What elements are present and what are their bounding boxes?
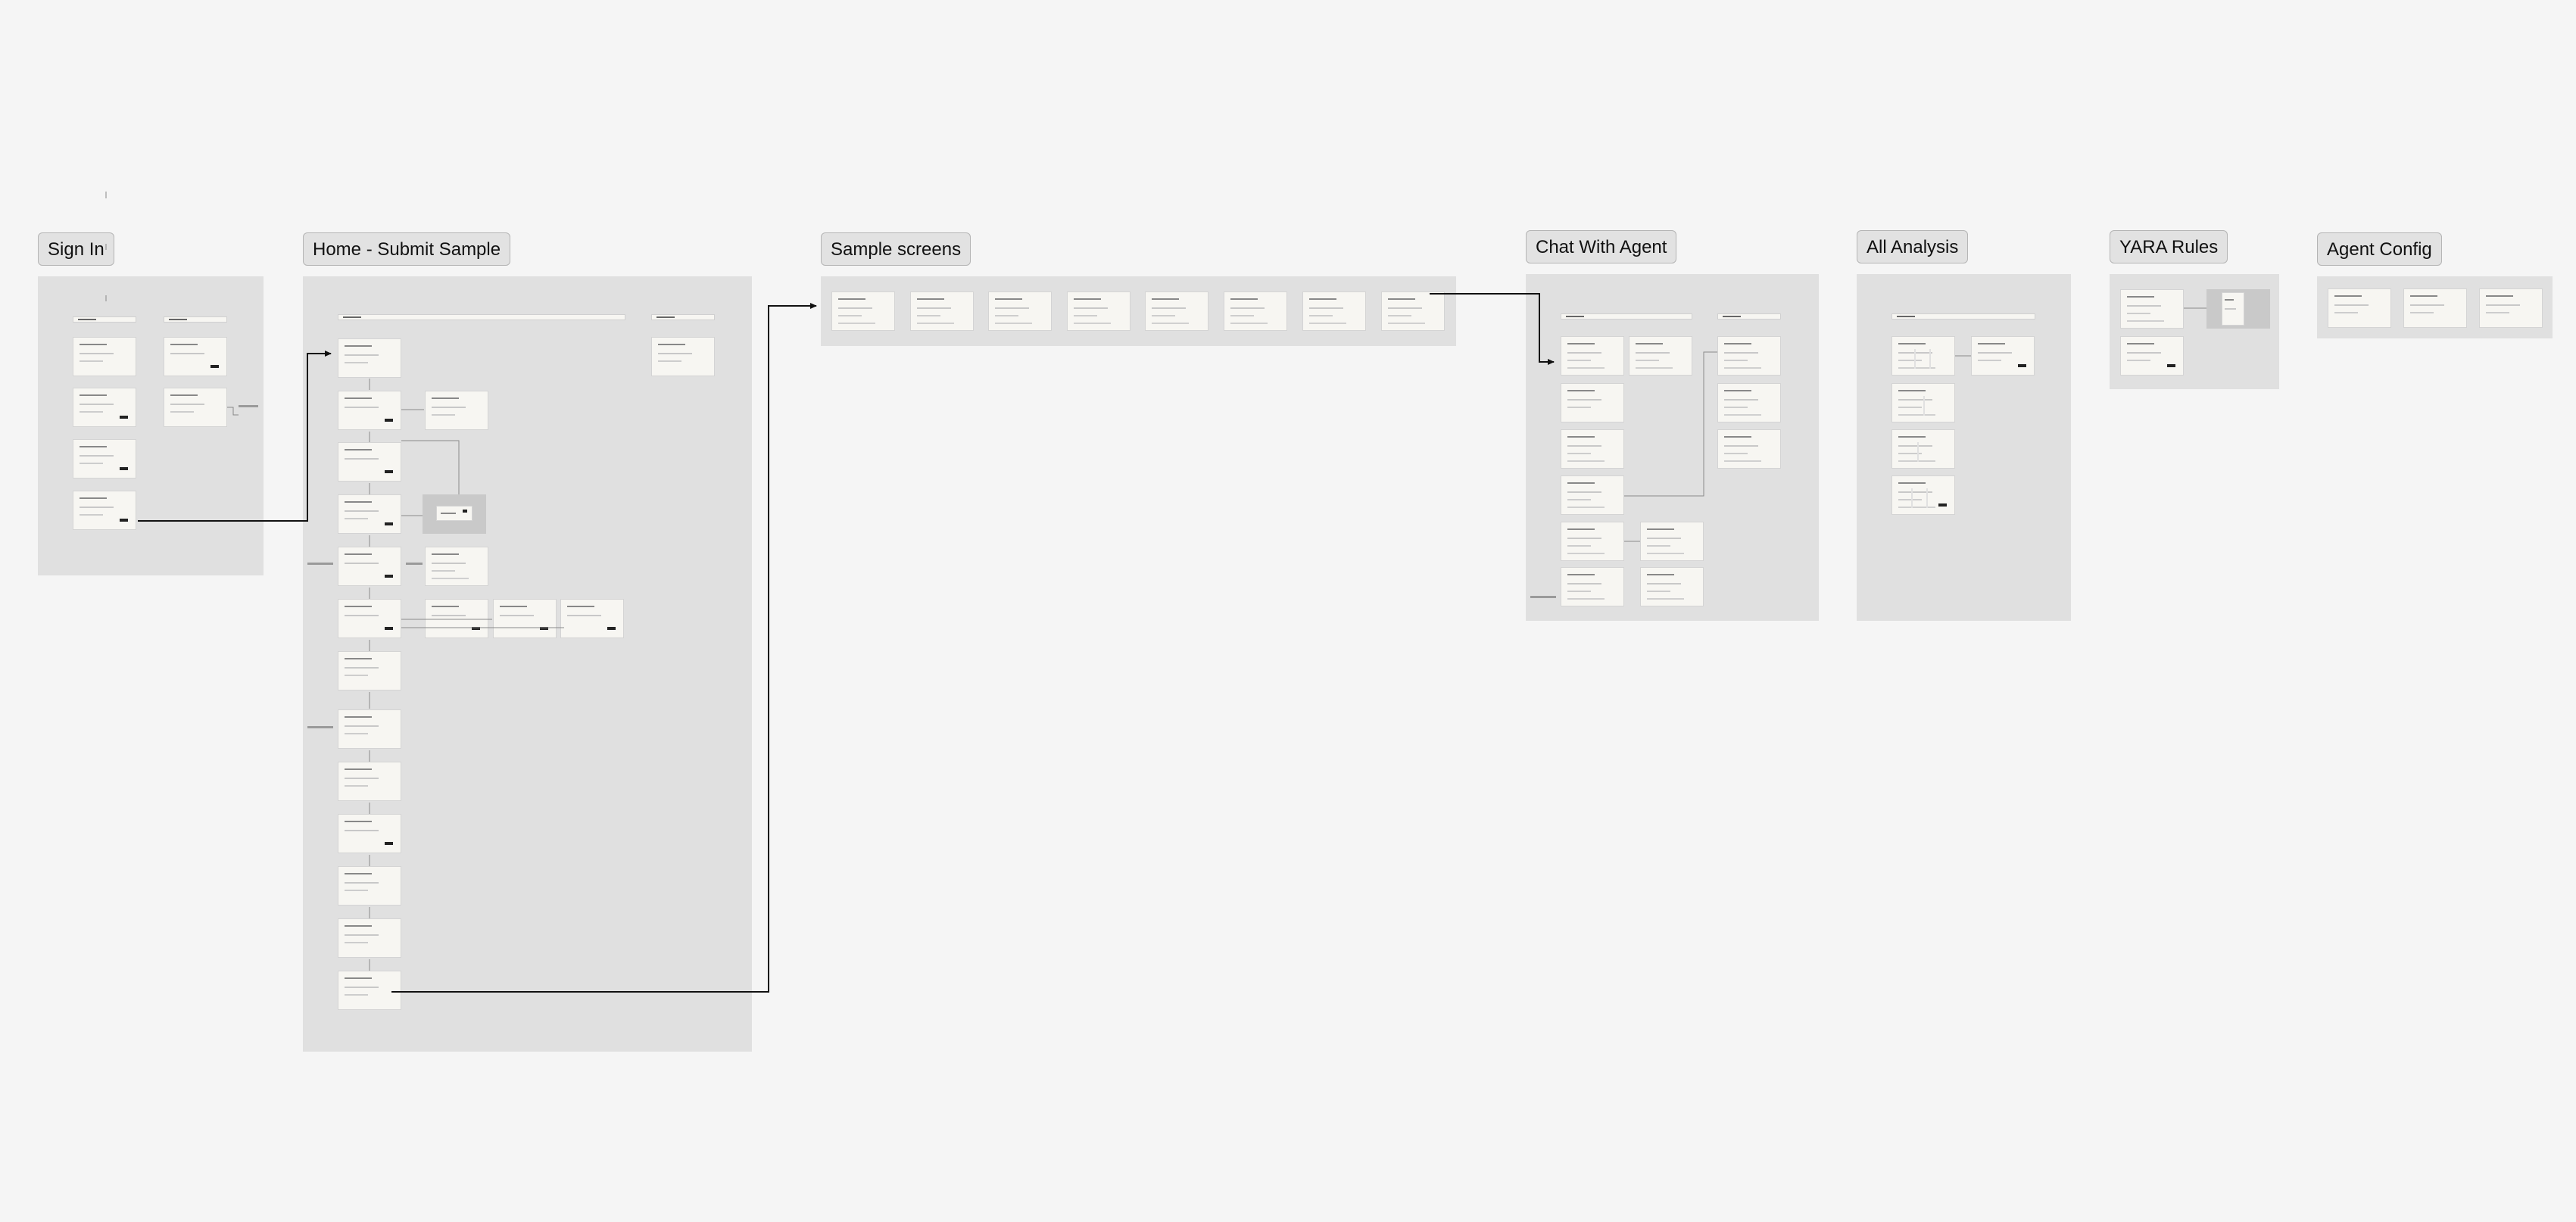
chat-screen[interactable] [1629,336,1692,376]
section-label-yara-rules[interactable]: YARA Rules [2110,230,2228,263]
sample-screen[interactable] [988,291,1052,331]
modal-dialog[interactable] [436,506,472,521]
agent-config-screen[interactable] [2403,288,2467,328]
home-screen[interactable] [338,599,401,638]
home-screen[interactable] [425,547,488,586]
home-screen[interactable] [493,599,557,638]
signin-screen[interactable] [164,337,227,376]
sample-screen[interactable] [831,291,895,331]
chat-screen[interactable] [1561,475,1624,515]
modal-dialog[interactable] [2222,292,2244,326]
connector-signin-side [227,407,239,416]
signin-screen[interactable] [164,388,227,427]
signin-screen[interactable] [73,388,136,427]
home-screen[interactable] [425,391,488,430]
signin-screen[interactable] [73,337,136,376]
home-screen[interactable] [338,442,401,482]
chat-screen[interactable] [1717,336,1781,376]
chat-screen[interactable] [1561,429,1624,469]
connector-signin-to-home [138,351,332,522]
sample-screen[interactable] [910,291,974,331]
home-screen[interactable] [560,599,624,638]
home-screen[interactable] [338,762,401,801]
section-sign-in [38,276,264,575]
signin-screen[interactable] [73,439,136,479]
frame-title-bar [1561,313,1692,320]
chat-screen[interactable] [1561,567,1624,606]
section-yara-rules [2110,274,2279,389]
section-label-agent-config[interactable]: Agent Config [2317,232,2442,266]
section-label-home-submit-sample[interactable]: Home - Submit Sample [303,232,511,266]
section-label-chat-with-agent[interactable]: Chat With Agent [1526,230,1677,263]
sample-screen[interactable] [1224,291,1287,331]
frame-title-bar [1891,313,2035,320]
home-screen[interactable] [338,651,401,690]
frame-title-bar [73,316,136,323]
home-screen[interactable] [338,918,401,958]
section-label-sample-screens[interactable]: Sample screens [821,232,971,266]
chat-screen[interactable] [1640,567,1704,606]
frame-title-bar [1717,313,1781,320]
chat-screen[interactable] [1561,336,1624,376]
yara-screen[interactable] [2120,336,2184,376]
home-screen[interactable] [651,337,715,376]
section-sample-screens [821,276,1456,346]
analysis-screen[interactable] [1971,336,2035,376]
analysis-screen[interactable] [1891,336,1955,376]
signin-screen[interactable] [73,491,136,530]
connector-home-branch [401,409,564,628]
section-all-analysis [1857,274,2071,621]
section-agent-config [2317,276,2553,338]
agent-config-screen[interactable] [2479,288,2543,328]
analysis-screen[interactable] [1891,475,1955,515]
yara-screen[interactable] [2120,289,2184,329]
annotation-note [406,563,423,565]
chat-screen[interactable] [1717,429,1781,469]
section-chat-with-agent [1526,274,1819,621]
annotation-note [1530,596,1556,598]
connector-home-to-samples [391,303,817,993]
analysis-screen[interactable] [1891,383,1955,422]
sample-screen[interactable] [1067,291,1131,331]
analysis-screen[interactable] [1891,429,1955,469]
home-screen[interactable] [338,391,401,430]
home-screen[interactable] [338,971,401,1010]
frame-title-bar [651,314,715,320]
chat-screen[interactable] [1717,383,1781,422]
home-screen[interactable] [338,494,401,534]
sample-screen[interactable] [1145,291,1208,331]
home-screen[interactable] [425,599,488,638]
chat-screen[interactable] [1561,522,1624,561]
section-label-all-analysis[interactable]: All Analysis [1857,230,1969,263]
home-screen[interactable] [338,814,401,853]
section-label-sign-in[interactable]: Sign In [38,232,114,266]
sample-screen[interactable] [1302,291,1366,331]
section-home-submit-sample [303,276,752,1052]
connector-chat-internal [1624,351,1717,497]
annotation-note [239,405,258,407]
sample-screen[interactable] [1381,291,1445,331]
frame-title-bar [338,314,625,320]
home-screen[interactable] [338,338,401,378]
home-screen[interactable] [338,866,401,906]
annotation-note [307,726,333,728]
chat-screen[interactable] [1640,522,1704,561]
connector-samples-to-chat [1430,293,1555,365]
annotation-note [307,563,333,565]
agent-config-screen[interactable] [2328,288,2391,328]
frame-title-bar [164,316,227,323]
home-screen[interactable] [338,547,401,586]
chat-screen[interactable] [1561,383,1624,422]
home-screen[interactable] [338,709,401,749]
